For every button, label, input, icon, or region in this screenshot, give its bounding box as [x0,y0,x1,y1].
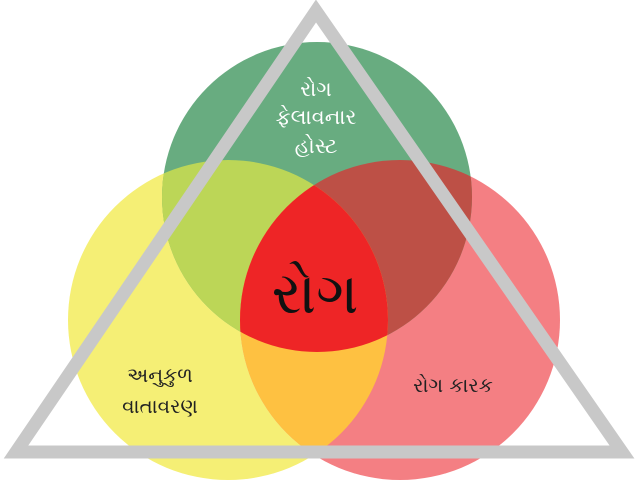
host-label-line-2: ફેલાવનાર [276,105,357,129]
agent-label: રોગ કારક [413,373,493,397]
environment-label-line-2: વાતાવરણ [122,394,198,418]
host-label-line-3: હોસ્ટ [295,134,338,158]
center-overlap [240,160,388,352]
environment-label-line-1: અનુકુળ [127,363,193,387]
host-label-line-1: રોગ [300,77,331,101]
triangle-outline [3,0,635,459]
center-label: રોગ [272,259,359,327]
